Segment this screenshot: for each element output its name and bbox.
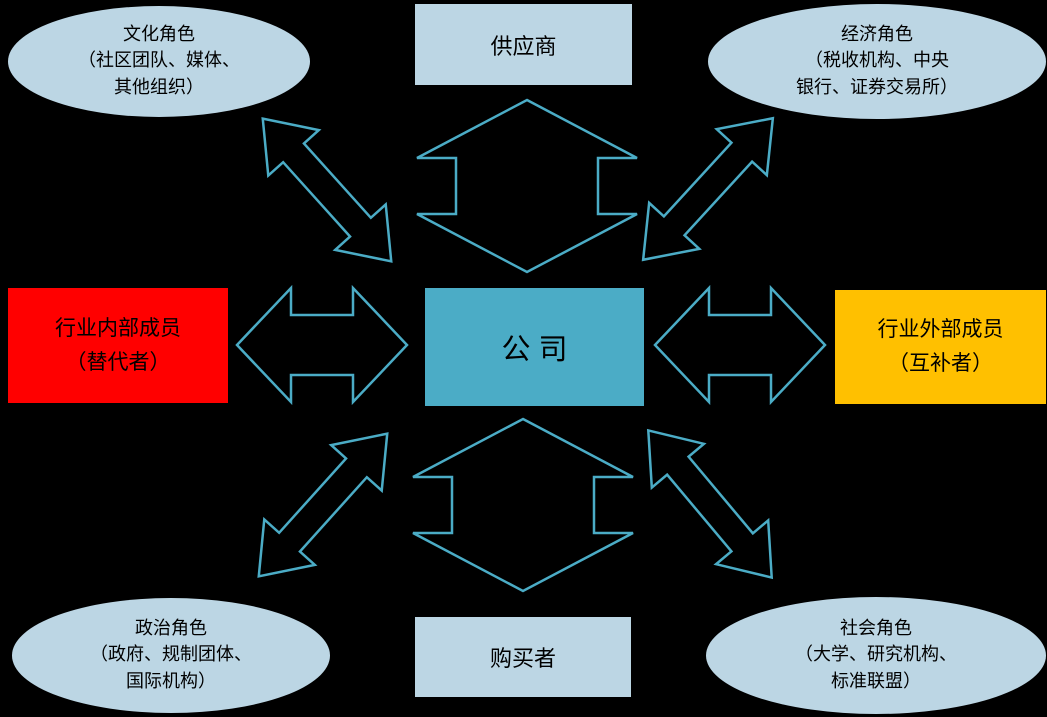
- political-role-line: 政治角色: [135, 618, 207, 640]
- company-node: 公司: [425, 288, 644, 406]
- industry-external-line: （互补者）: [888, 351, 993, 375]
- supplier-label: 供应商: [490, 34, 557, 60]
- economic-role-line: 经济角色: [841, 24, 913, 46]
- industry-external-node: 行业外部成员 （互补者）: [835, 290, 1046, 404]
- arrow-company-supplier: [416, 98, 638, 274]
- political-role-line: 国际机构）: [126, 670, 216, 692]
- cultural-role-line: 其他组织）: [114, 76, 204, 98]
- industry-external-line: 行业外部成员: [877, 317, 1004, 342]
- company-label: 公司: [501, 332, 576, 366]
- social-role-node: 社会角色 （大学、研究机构、 标准联盟）: [706, 597, 1046, 714]
- industry-internal-node: 行业内部成员 （替代者）: [8, 288, 228, 403]
- cultural-role-node: 文化角色 （社区团队、媒体、 其他组织）: [8, 6, 310, 117]
- cultural-role-line: （社区团队、媒体、: [78, 50, 240, 72]
- arrow-company-industry-external: [653, 284, 827, 406]
- arrow-company-social: [646, 428, 774, 580]
- economic-role-line: （税收机构、中央: [805, 50, 949, 72]
- arrow-company-political: [257, 432, 389, 578]
- arrow-company-industry-internal: [235, 284, 409, 406]
- buyer-node: 购买者: [415, 617, 631, 697]
- political-role-line: （政府、规制团体、: [90, 644, 252, 666]
- economic-role-line: 银行、证券交易所）: [796, 76, 958, 98]
- political-role-node: 政治角色 （政府、规制团体、 国际机构）: [12, 598, 330, 713]
- cultural-role-line: 文化角色: [123, 24, 195, 46]
- buyer-label: 购买者: [489, 647, 556, 672]
- social-role-line: 标准联盟）: [831, 670, 921, 692]
- industry-internal-line: 行业内部成员: [55, 315, 181, 340]
- arrow-company-buyer: [412, 417, 634, 593]
- economic-role-node: 经济角色 （税收机构、中央 银行、证券交易所）: [708, 4, 1046, 119]
- supplier-node: 供应商: [415, 4, 632, 85]
- industry-internal-line: （替代者）: [65, 349, 171, 374]
- social-role-line: （大学、研究机构、: [795, 644, 957, 666]
- arrow-company-cultural: [261, 117, 393, 263]
- arrow-company-economic: [641, 116, 775, 262]
- social-role-line: 社会角色: [840, 618, 912, 640]
